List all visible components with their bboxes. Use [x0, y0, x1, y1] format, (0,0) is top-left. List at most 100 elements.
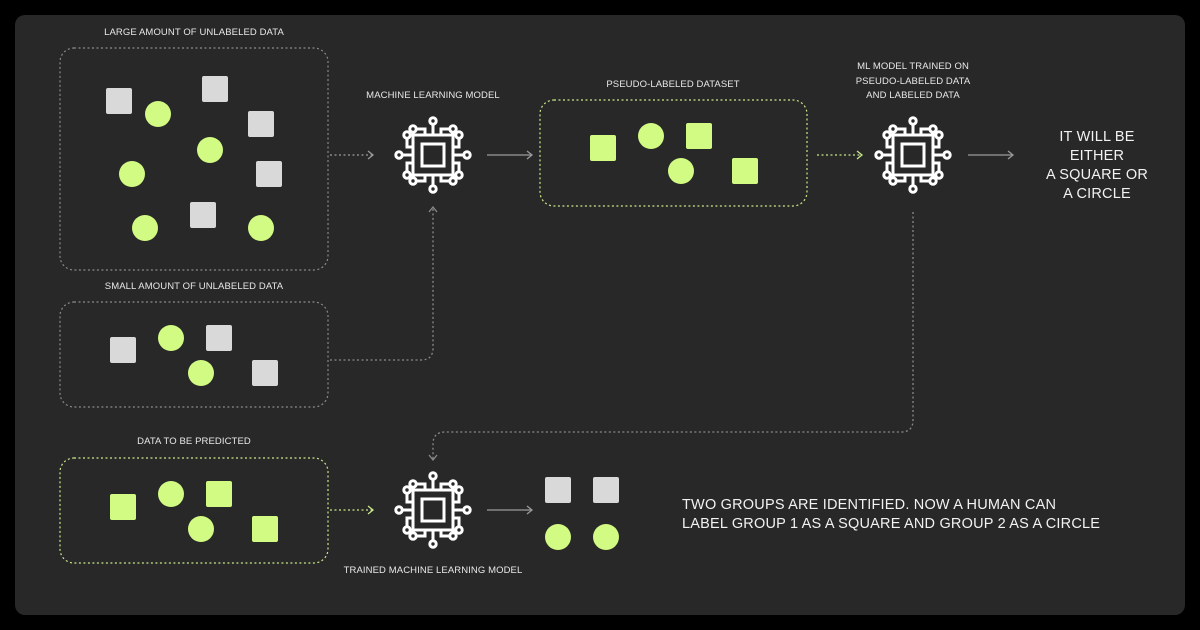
chip-pin-end: [908, 116, 918, 126]
label-ml-trained-line3: AND LABELED DATA: [866, 90, 960, 101]
arrow-head-icon: [526, 150, 534, 160]
label-trained-model: TRAINED MACHINE LEARNING MODEL: [343, 565, 523, 576]
chip-pin-end: [454, 485, 464, 495]
chip-pin: [919, 175, 931, 183]
chip-pin-end: [428, 116, 438, 126]
circle-shape: [593, 524, 619, 550]
square-shape: [110, 337, 136, 363]
outcome-line1: IT WILL BE EITHER: [1059, 129, 1135, 164]
arrow-head-icon: [367, 505, 375, 515]
label-small-unlabeled: SMALL AMOUNT OF UNLABELED DATA: [104, 281, 284, 292]
chip-icon: [394, 471, 472, 549]
chip-pin-end: [942, 150, 952, 160]
chip-pin: [885, 161, 893, 173]
chip-pin-end: [462, 505, 472, 515]
chip-pin: [933, 161, 941, 173]
chip-pin-end: [394, 505, 404, 515]
square-shape: [593, 477, 619, 503]
diagram-panel: [15, 15, 1185, 615]
chip-pin-end: [882, 130, 892, 140]
square-shape: [252, 360, 278, 386]
chip-pin: [405, 161, 413, 173]
conclusion-line2: LABEL GROUP 1 AS A SQUARE AND GROUP 2 AS…: [682, 516, 1101, 532]
square-shape: [686, 123, 712, 149]
connector-small-to-model: [330, 207, 434, 361]
chip-pin: [439, 175, 451, 183]
chip-pin-end: [428, 471, 438, 481]
square-shape: [252, 516, 278, 542]
label-ml-trained-line1: ML MODEL TRAINED ON: [857, 61, 969, 72]
pseudo-labeled-box: [539, 99, 808, 207]
chip-pin: [453, 492, 461, 504]
circle-shape: [158, 481, 184, 507]
chip-pin-end: [934, 170, 944, 180]
chip-pin: [415, 482, 427, 490]
circle-shape: [638, 123, 664, 149]
square-shape: [590, 135, 616, 161]
chip-pin-end: [402, 485, 412, 495]
outcome-line3: A CIRCLE: [1063, 186, 1131, 202]
chip-pin-end: [408, 479, 418, 489]
chip-pin-end: [928, 176, 938, 186]
chip-core: [420, 497, 446, 523]
chip-pin: [415, 175, 427, 183]
outcome-line2: A SQUARE OR: [1045, 167, 1149, 183]
square-shape: [545, 477, 571, 503]
square-shape: [206, 325, 232, 351]
label-ml-model: MACHINE LEARNING MODEL: [366, 90, 500, 101]
square-shape: [732, 158, 758, 184]
square-shape: [106, 88, 132, 114]
chip-pin: [895, 175, 907, 183]
circle-shape: [119, 161, 145, 187]
square-shape: [190, 202, 216, 228]
chip-pin-end: [402, 130, 412, 140]
chip-icon: [874, 116, 952, 194]
chip-pin-end: [448, 531, 458, 541]
arrow-head-icon: [1007, 150, 1015, 160]
chip-pin-end: [454, 130, 464, 140]
chip-pin-end: [888, 176, 898, 186]
chip-core: [900, 142, 926, 168]
circle-shape: [197, 137, 223, 163]
chip-pin-end: [908, 184, 918, 194]
chip-pin: [453, 161, 461, 173]
circle-shape: [132, 215, 158, 241]
chip-pin: [933, 137, 941, 149]
chip-pin-end: [928, 124, 938, 134]
to-predict-box: [59, 457, 329, 564]
arrow-head-icon: [526, 505, 534, 515]
circle-shape: [145, 101, 171, 127]
chip-icon: [394, 116, 472, 194]
large-unlabeled-box: [59, 47, 329, 271]
chip-pin-end: [454, 170, 464, 180]
circle-shape: [188, 360, 214, 386]
chip-pin-end: [428, 184, 438, 194]
chip-pin: [439, 482, 451, 490]
chip-pin: [405, 516, 413, 528]
chip-pin-end: [408, 531, 418, 541]
square-shape: [256, 161, 282, 187]
circle-shape: [158, 325, 184, 351]
circle-shape: [248, 215, 274, 241]
chip-pin: [919, 127, 931, 135]
circle-shape: [668, 158, 694, 184]
square-shape: [202, 76, 228, 102]
arrow-head-icon: [428, 454, 438, 462]
chip-pin: [453, 137, 461, 149]
outcome-text: IT WILL BE EITHER A SQUARE OR A CIRCLE: [1046, 128, 1149, 204]
chip-body: [411, 488, 455, 532]
arrow-head-icon: [428, 205, 438, 213]
chip-pin-end: [402, 525, 412, 535]
chip-pin-end: [448, 176, 458, 186]
connector-model-to-trained: [432, 212, 914, 460]
chip-core: [420, 142, 446, 168]
chip-pin-end: [428, 539, 438, 549]
conclusion-line1: TWO GROUPS ARE IDENTIFIED. NOW A HUMAN C…: [682, 497, 1057, 513]
arrow-head-icon: [367, 150, 375, 160]
chip-pin: [405, 137, 413, 149]
chip-pin: [439, 127, 451, 135]
chip-pin: [453, 516, 461, 528]
chip-pin: [439, 530, 451, 538]
chip-body: [891, 133, 935, 177]
